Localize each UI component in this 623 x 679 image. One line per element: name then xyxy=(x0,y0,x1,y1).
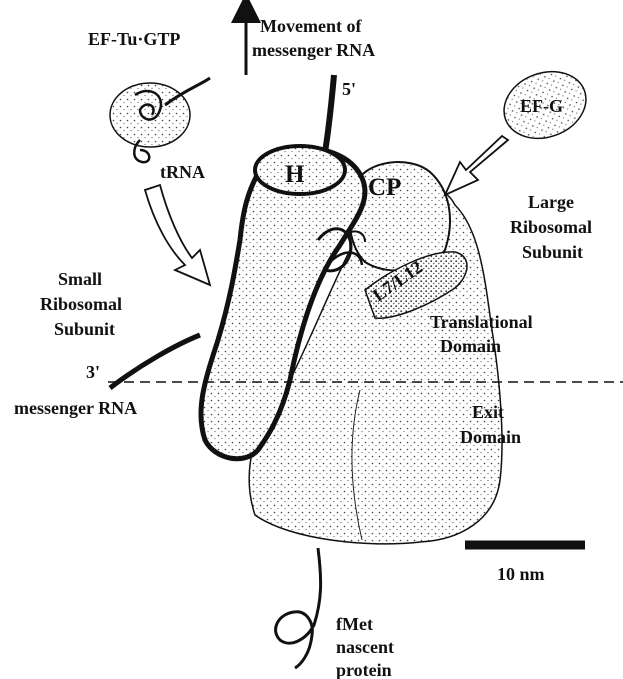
label-three-prime: 3' xyxy=(86,362,100,382)
label-small-3: Subunit xyxy=(54,319,115,339)
mrna-3prime-strand xyxy=(110,335,200,388)
label-exit-2: Domain xyxy=(460,427,521,447)
label-fmet-2: nascent xyxy=(336,637,394,657)
label-large-3: Subunit xyxy=(522,242,583,262)
label-large-1: Large xyxy=(528,192,574,212)
label-trna: tRNA xyxy=(160,162,205,182)
label-translational-1: Translational xyxy=(430,312,533,332)
label-fmet-1: fMet xyxy=(336,614,373,634)
ef-g-arrow xyxy=(445,136,508,195)
label-mrna-bottom: messenger RNA xyxy=(14,398,137,418)
label-movement-line2: messenger RNA xyxy=(252,40,375,60)
label-small-2: Ribosomal xyxy=(40,294,122,314)
label-scale: 10 nm xyxy=(497,564,545,584)
label-fmet-3: protein xyxy=(336,660,392,679)
ef-tu-blob xyxy=(110,83,190,147)
nascent-protein-chain xyxy=(276,548,321,668)
label-movement-line1: Movement of xyxy=(260,16,362,36)
label-small-1: Small xyxy=(58,269,102,289)
label-large-2: Ribosomal xyxy=(510,217,592,237)
label-exit-1: Exit xyxy=(472,402,504,422)
label-translational-2: Domain xyxy=(440,336,501,356)
label-five-prime: 5' xyxy=(342,79,356,99)
label-head: H xyxy=(285,161,305,188)
label-cp: CP xyxy=(368,174,401,201)
label-ef-g: EF-G xyxy=(520,96,563,116)
ef-tu-delivery-arrow xyxy=(145,185,210,285)
label-ef-tu: EF-Tu·GTP xyxy=(88,29,180,49)
